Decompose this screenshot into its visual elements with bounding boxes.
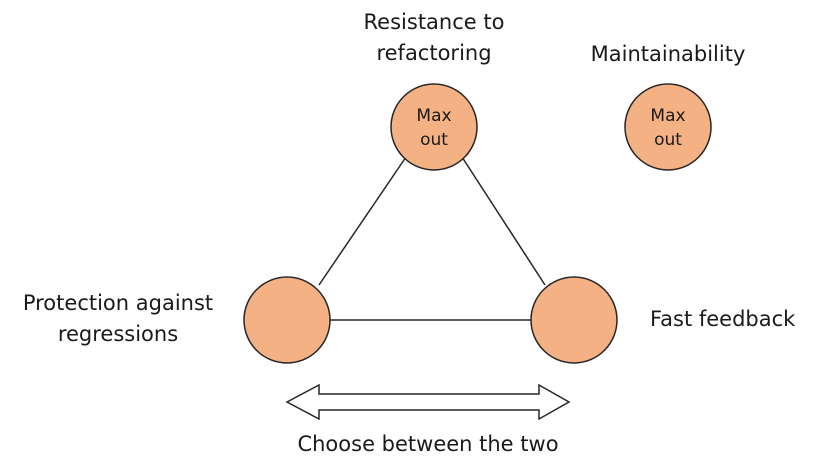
inner-line: Max: [416, 106, 452, 126]
inner-line: out: [654, 130, 682, 150]
node-resistance-to-refactoring: [390, 83, 478, 171]
inner-line: out: [420, 130, 448, 150]
double-arrow-icon: [285, 383, 571, 421]
max-out-text-top: Max out: [404, 104, 464, 152]
node-fast-feedback: [530, 276, 618, 364]
label-fast-feedback: Fast feedback: [650, 307, 796, 331]
label-protection-against-regressions: Protection against regressions: [6, 288, 230, 350]
inner-line: Max: [650, 106, 686, 126]
edge-top-right: [461, 156, 546, 286]
label-line: Protection against: [22, 291, 214, 315]
label-maintainability: Maintainability: [590, 42, 746, 66]
label-resistance-to-refactoring: Resistance to refactoring: [334, 7, 534, 69]
label-line: regressions: [57, 322, 179, 346]
max-out-text-maintainability: Max out: [638, 104, 698, 152]
edge-top-left: [318, 156, 407, 286]
arrow-caption: Choose between the two: [297, 432, 559, 456]
node-protection-against-regressions: [243, 276, 331, 364]
node-maintainability: [624, 83, 712, 171]
label-line: refactoring: [376, 41, 492, 65]
label-line: Resistance to: [363, 10, 505, 34]
